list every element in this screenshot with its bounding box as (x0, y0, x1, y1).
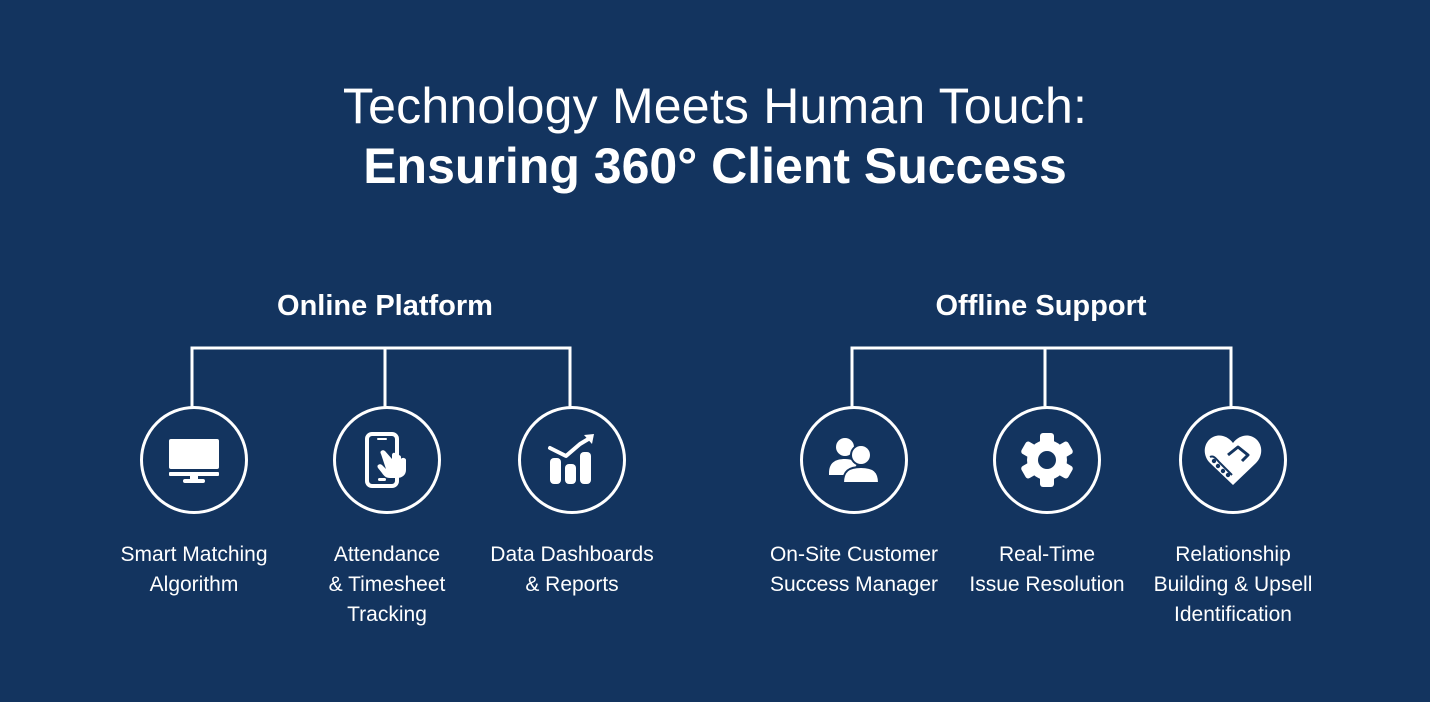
node-label: Real-Time Issue Resolution (969, 543, 1125, 596)
node-label: On-Site Customer Success Manager (769, 543, 939, 596)
gear-icon (1021, 433, 1073, 487)
chart-growth-icon (548, 434, 594, 484)
node-label: Data Dashboards & Reports (490, 543, 654, 596)
node-label: Smart Matching Algorithm (120, 543, 268, 596)
page-title-line2: Ensuring 360° Client Success (363, 138, 1067, 194)
node-circle (993, 406, 1101, 514)
node-circle (800, 406, 908, 514)
connector-offline-support (850, 346, 1233, 409)
node-circle (333, 406, 441, 514)
node-circle (140, 406, 248, 514)
connector-online-platform (190, 346, 572, 409)
page-title-line1: Technology Meets Human Touch: (342, 78, 1088, 134)
monitor-icon (169, 439, 219, 483)
node-circle (1179, 406, 1287, 514)
users-icon (829, 438, 881, 484)
section-title-online-platform: Online Platform (277, 290, 493, 322)
node-label: Attendance & Timesheet Tracking (328, 543, 446, 626)
handshake-heart-icon (1204, 435, 1262, 485)
mobile-touch-icon (365, 432, 406, 488)
node-circle (518, 406, 626, 514)
section-title-offline-support: Offline Support (935, 290, 1147, 322)
node-label: Relationship Building & Upsell Identific… (1153, 543, 1313, 626)
